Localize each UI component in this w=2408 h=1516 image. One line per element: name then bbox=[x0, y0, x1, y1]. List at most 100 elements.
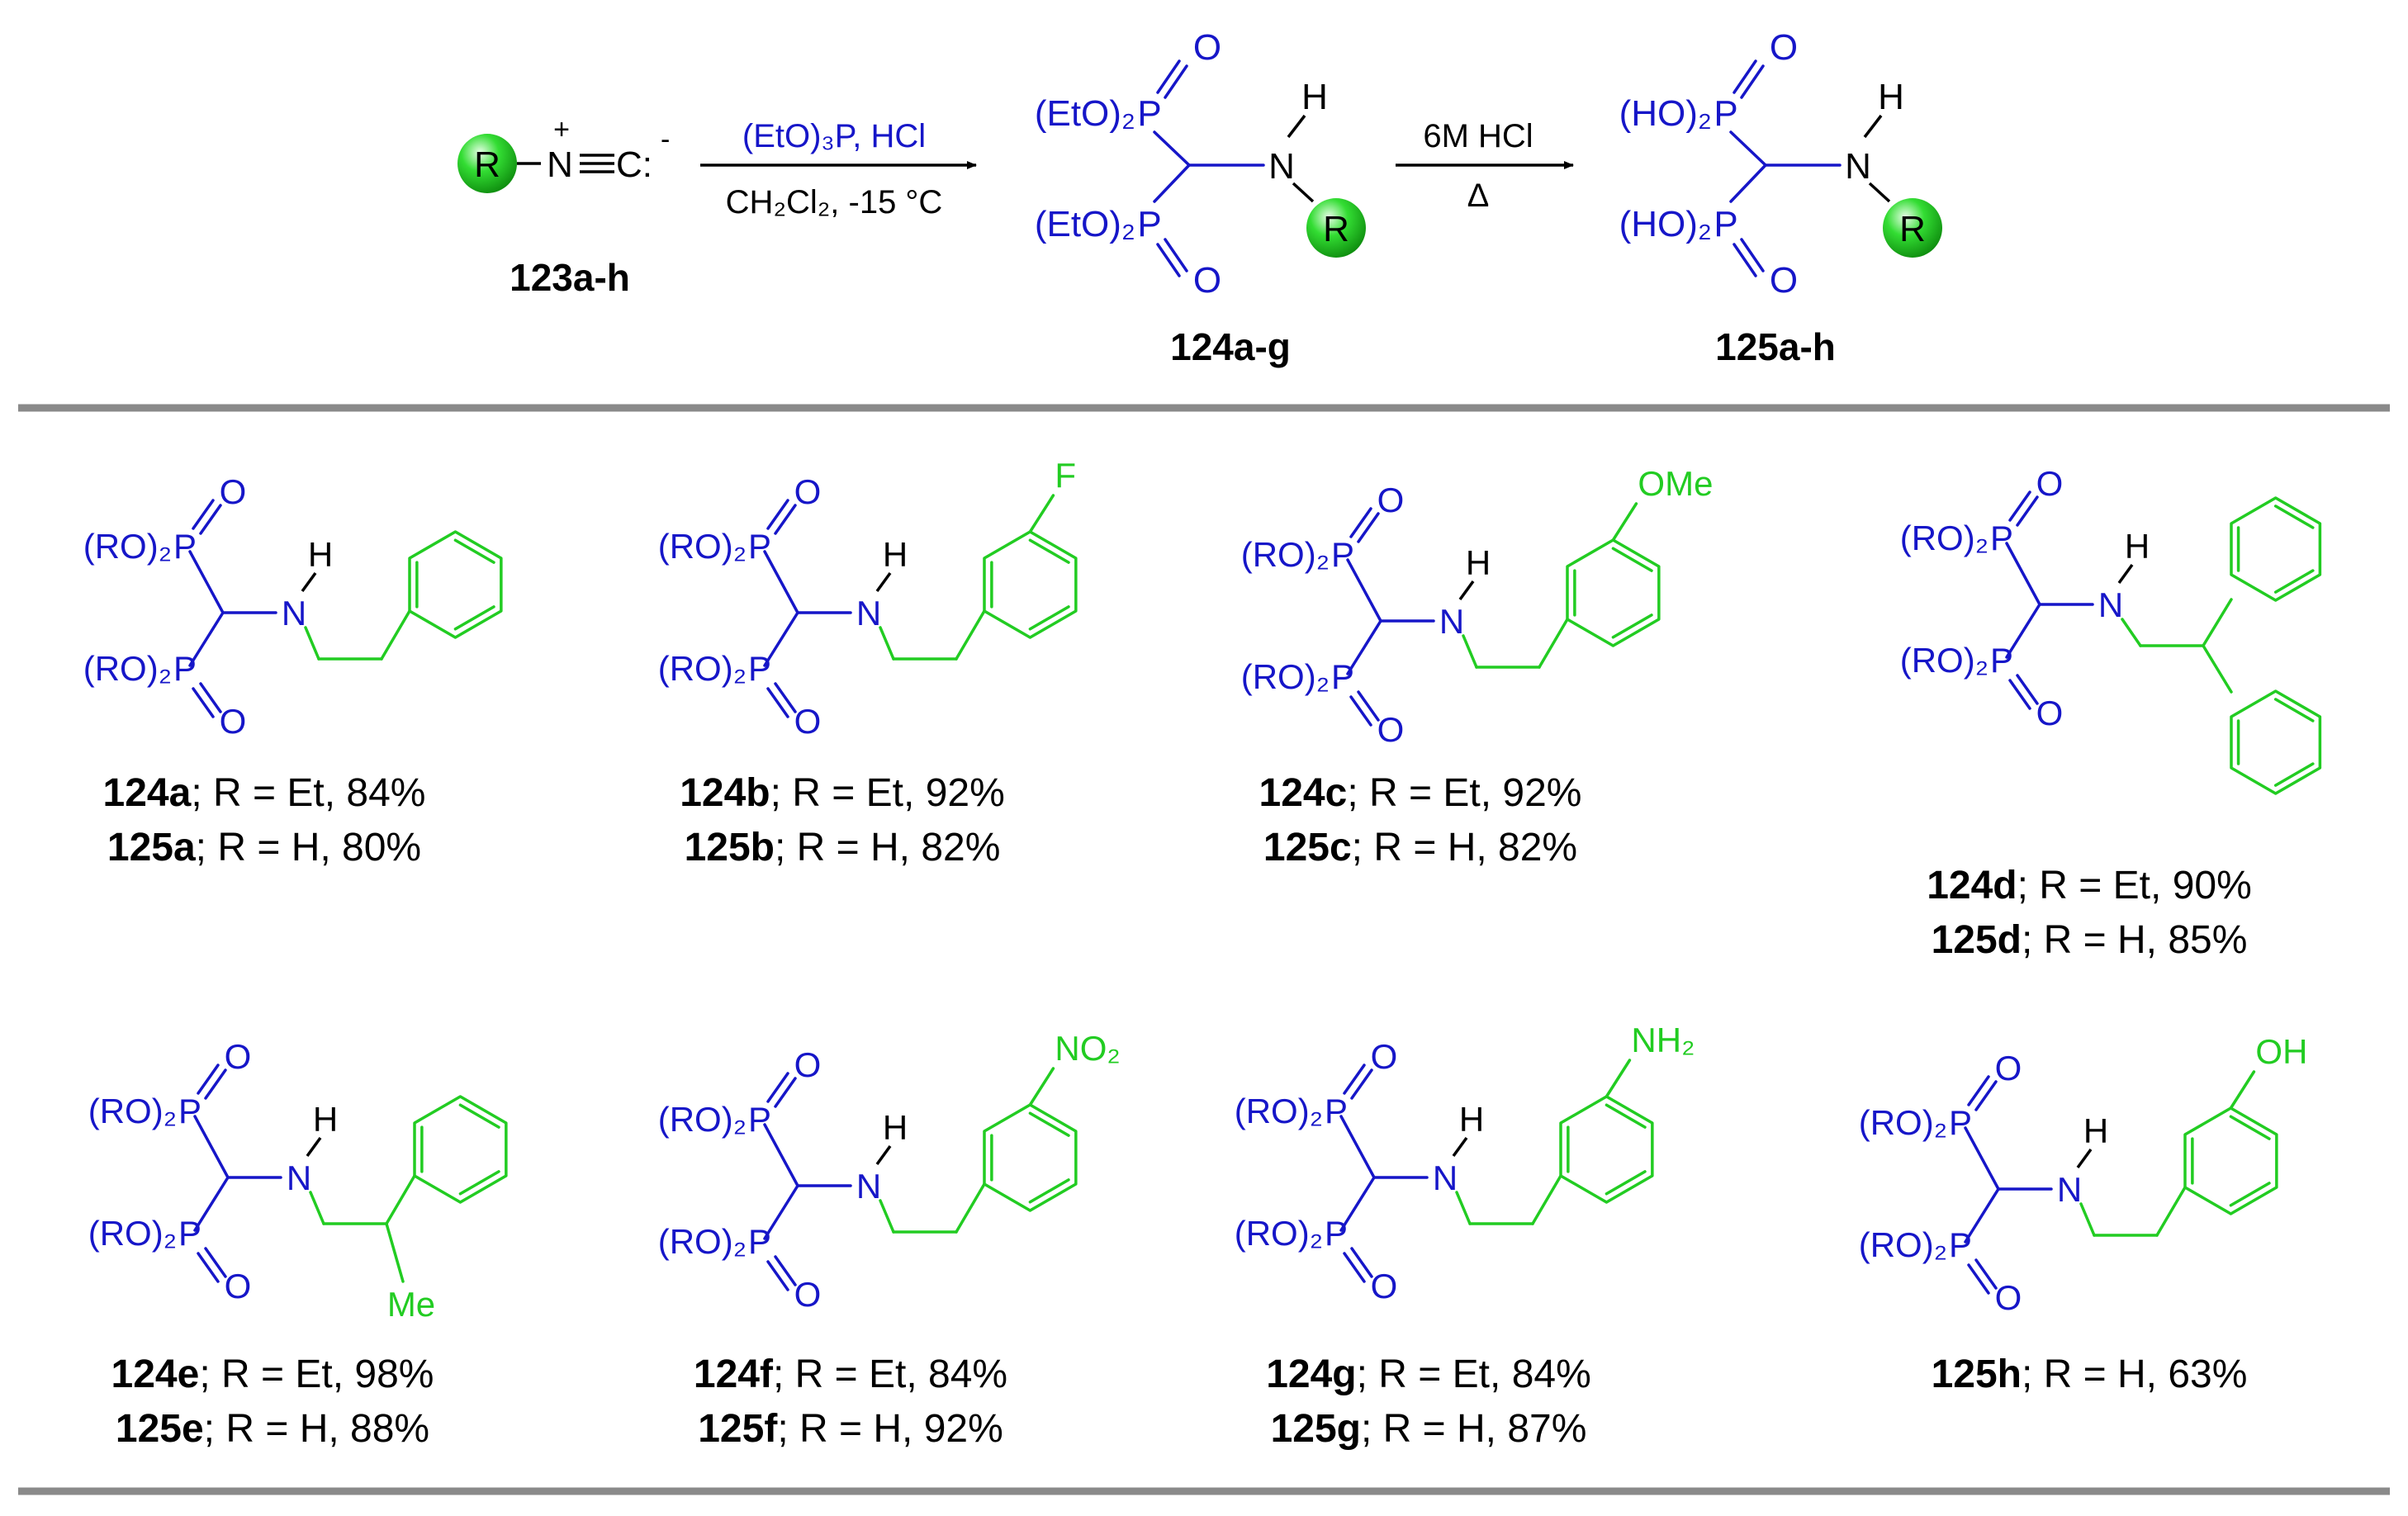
bond bbox=[763, 1123, 799, 1187]
bond bbox=[2202, 598, 2233, 647]
aromatic-bond bbox=[1028, 605, 1070, 631]
p-o-double-bond bbox=[1974, 1258, 1998, 1290]
compound-yield: ; R = H, 82% bbox=[775, 826, 1000, 869]
aromatic-bond bbox=[458, 1103, 500, 1129]
nitrogen: N bbox=[1439, 602, 1464, 641]
svg-text:N: N bbox=[1268, 146, 1295, 187]
p-o-double-bond bbox=[1350, 1247, 1373, 1278]
p-o-double-bond bbox=[192, 499, 215, 530]
bond bbox=[1346, 619, 1382, 675]
nitrogen: N bbox=[2098, 585, 2123, 624]
ro2-label: (RO)₂ bbox=[88, 1092, 177, 1130]
svg-text:O: O bbox=[1193, 27, 1221, 68]
p-o-double-bond bbox=[2016, 495, 2039, 527]
svg-text:P: P bbox=[1137, 93, 1161, 134]
reaction-arrow-1: (EtO)₃P, HCl CH₂Cl₂, -15 °C bbox=[700, 118, 977, 220]
compound-id: 125f bbox=[698, 1407, 778, 1451]
nitrogen: N bbox=[2057, 1170, 2082, 1209]
oxygen: O bbox=[2036, 694, 2064, 732]
bond bbox=[2005, 542, 2041, 606]
compound-id: 125c bbox=[1263, 826, 1352, 869]
n-ch2-bond bbox=[879, 626, 895, 661]
aromatic-bond bbox=[1028, 538, 1070, 564]
product-125: (HO)₂ P O (HO)₂ P O N H R bbox=[1619, 27, 1942, 301]
p-o-double-bond bbox=[204, 1068, 227, 1100]
label-125: 125a-h bbox=[1715, 325, 1836, 368]
svg-text:P: P bbox=[1714, 93, 1737, 134]
hydrogen: H bbox=[1466, 543, 1491, 582]
compound-caption: 125b; R = H, 82% bbox=[685, 826, 1001, 869]
n-h-bond bbox=[1458, 580, 1475, 601]
n-h-bond bbox=[2076, 1148, 2093, 1169]
n-ch2-bond bbox=[1455, 1191, 1472, 1225]
compound-yield: ; R = H, 82% bbox=[1352, 826, 1577, 869]
p-o-double-bond bbox=[197, 1064, 220, 1095]
substituent-bond bbox=[2229, 1070, 2256, 1110]
substituent-bond bbox=[1028, 494, 1055, 533]
bond bbox=[193, 1176, 230, 1232]
hydrogen: H bbox=[308, 535, 333, 574]
bond bbox=[763, 550, 799, 614]
compound-yield: ; R = H, 88% bbox=[204, 1407, 429, 1451]
p-o-double-bond bbox=[204, 1247, 227, 1278]
p-o-double-bond bbox=[1974, 1080, 1998, 1111]
p-o-double-bond bbox=[1349, 695, 1372, 727]
bond bbox=[380, 609, 411, 661]
compound-caption: 125f; R = H, 92% bbox=[698, 1407, 1003, 1451]
svg-text:O: O bbox=[1770, 27, 1798, 68]
p-o-double-bond bbox=[766, 1072, 789, 1103]
oxygen: O bbox=[794, 702, 822, 741]
oxygen: O bbox=[225, 1037, 252, 1076]
compound-id: 125g bbox=[1271, 1407, 1361, 1451]
p-o-double-bond bbox=[1349, 507, 1372, 538]
oxygen: O bbox=[794, 472, 822, 511]
compound-yield: ; R = H, 63% bbox=[2022, 1353, 2247, 1396]
bond bbox=[955, 1182, 986, 1234]
compound-yield: ; R = Et, 84% bbox=[773, 1353, 1007, 1396]
svg-text:H: H bbox=[1301, 77, 1328, 117]
n-ch2-bond bbox=[304, 626, 320, 661]
p-o-double-bond bbox=[1357, 690, 1380, 722]
aromatic-bond bbox=[1611, 614, 1653, 639]
ro2-label: (RO)₂ bbox=[83, 649, 172, 688]
aromatic-bond bbox=[458, 1170, 500, 1196]
compound-id: 124b bbox=[680, 771, 770, 815]
aromatic-bond bbox=[1028, 1178, 1070, 1204]
reagent-conditions: CH₂Cl₂, -15 °C bbox=[726, 184, 943, 220]
aromatic-bond bbox=[1605, 1103, 1647, 1129]
ro2-label: (RO)₂ bbox=[1241, 657, 1330, 696]
aromatic-bond bbox=[1611, 547, 1653, 572]
phenyl-ring bbox=[983, 530, 1078, 639]
isonitrile-n: N bbox=[547, 144, 573, 185]
oxygen: O bbox=[1377, 710, 1405, 749]
plus-charge: + bbox=[553, 114, 570, 145]
compound-id: 125d bbox=[1932, 918, 2022, 962]
label-123: 123a-h bbox=[510, 256, 630, 299]
methyl-bond bbox=[385, 1222, 405, 1283]
bond bbox=[1538, 618, 1569, 669]
n-h-bond bbox=[875, 1144, 892, 1166]
phenyl-ring bbox=[2230, 496, 2322, 602]
compound-caption: 124c; R = Et, 92% bbox=[1259, 771, 1582, 815]
bond bbox=[2202, 644, 2233, 694]
oxygen: O bbox=[1371, 1037, 1398, 1076]
n-h-bond bbox=[875, 571, 892, 593]
nitrogen: N bbox=[287, 1158, 311, 1197]
phenyl-ring bbox=[1559, 1095, 1654, 1204]
substituent-bond bbox=[1605, 1059, 1632, 1098]
compound-caption: 124g; R = Et, 84% bbox=[1266, 1353, 1591, 1396]
p-o-double-bond bbox=[766, 499, 789, 530]
n-h-bond bbox=[2117, 563, 2134, 585]
aromatic-bond bbox=[2229, 1115, 2271, 1140]
ro2-label: (RO)₂ bbox=[88, 1214, 177, 1253]
p-o-double-bond bbox=[774, 1077, 797, 1108]
hydrogen: H bbox=[883, 1108, 908, 1147]
